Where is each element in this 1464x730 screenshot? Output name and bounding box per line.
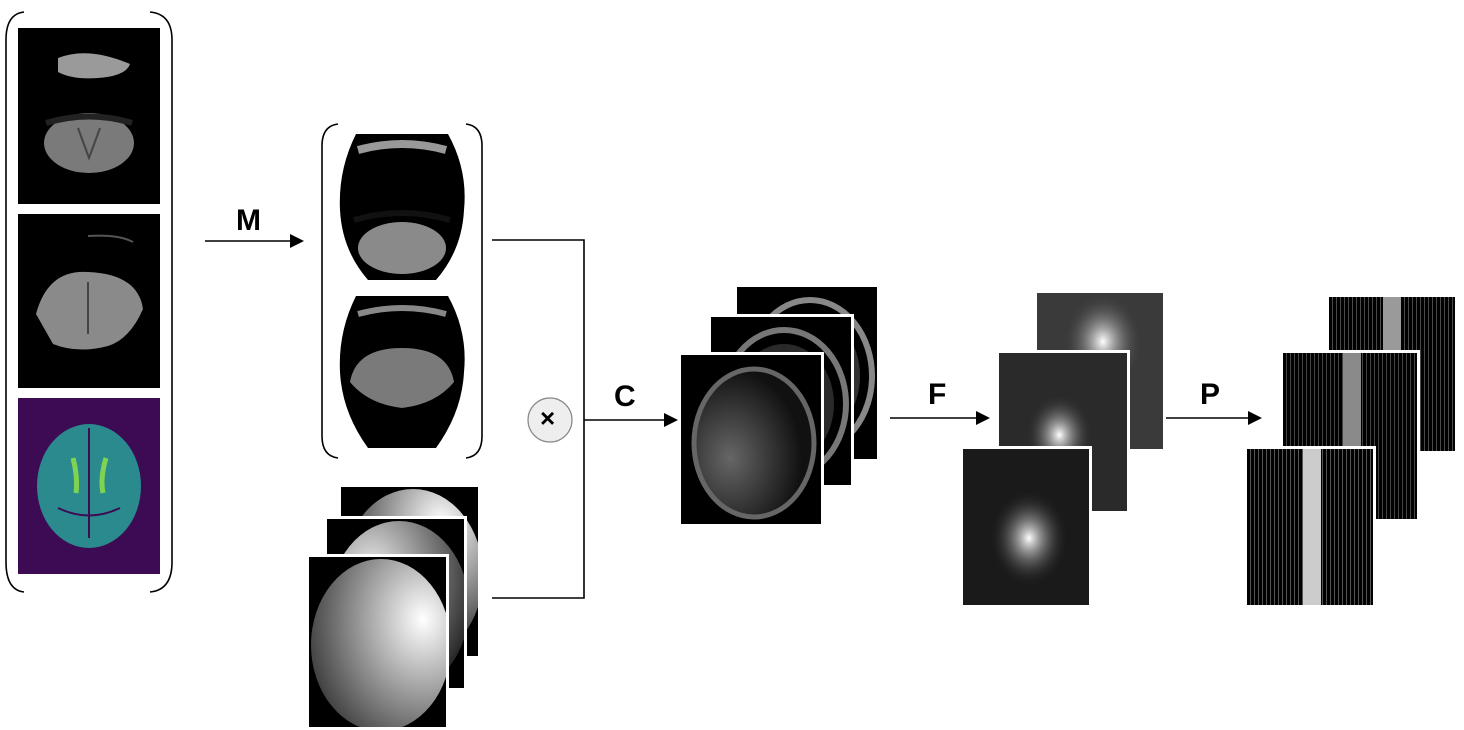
modality-bracket-right — [466, 124, 482, 458]
arrow-p-head — [1248, 411, 1262, 425]
step-label-c: C — [614, 382, 636, 412]
modality-image-1 — [336, 130, 468, 288]
arrow-f-head — [976, 411, 990, 425]
arrow-c-head — [664, 413, 678, 427]
arrow-m-head — [290, 234, 304, 248]
step-label-p: P — [1200, 380, 1220, 410]
kspace-image-1 — [960, 446, 1092, 608]
coil-map-1 — [306, 554, 449, 730]
step-label-m: M — [236, 206, 261, 236]
coil-image-1 — [678, 352, 824, 527]
multiply-symbol: × — [540, 405, 555, 431]
undersampled-kspace-1 — [1244, 446, 1376, 608]
input-image-segmentation — [18, 398, 160, 574]
step-label-f: F — [928, 380, 946, 410]
modality-image-2 — [336, 292, 468, 452]
input-image-mri-1 — [18, 28, 160, 204]
input-image-mri-2 — [18, 214, 160, 388]
